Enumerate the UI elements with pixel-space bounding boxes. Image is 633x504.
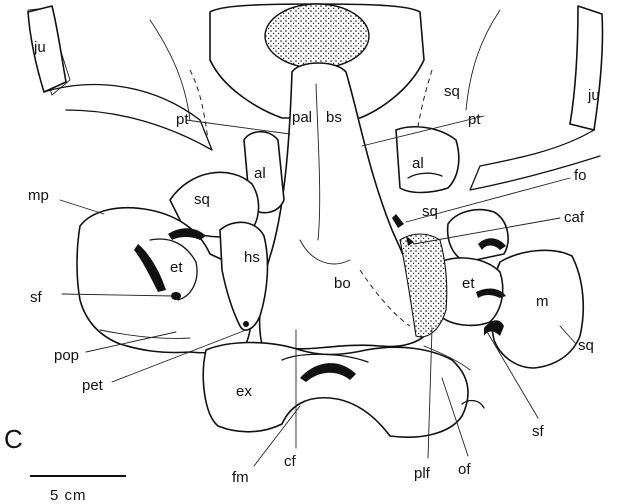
label-pt-left: pt — [176, 111, 189, 128]
label-plf: plf — [414, 465, 431, 482]
label-fm: fm — [232, 469, 249, 486]
label-pal: pal — [292, 109, 312, 126]
label-sq-top: sq — [444, 83, 460, 100]
label-of: of — [458, 461, 471, 478]
leader-pt-left — [186, 120, 290, 134]
label-pop: pop — [54, 347, 79, 364]
label-al-left: al — [254, 165, 266, 182]
label-fo: fo — [574, 167, 587, 184]
right-squamosal — [448, 210, 508, 262]
label-m: m — [536, 293, 549, 310]
label-et-left: et — [170, 259, 183, 276]
leader-mp — [60, 200, 104, 214]
label-sq-mid: sq — [422, 203, 438, 220]
label-et-right: et — [462, 275, 475, 292]
panel-letter: C — [4, 424, 23, 454]
fo-black-slit — [392, 214, 404, 228]
right-sq-upper — [466, 10, 500, 110]
left-sq-outline — [150, 20, 190, 120]
label-pt-right: pt — [468, 111, 481, 128]
label-mp: mp — [28, 187, 49, 204]
label-sq-right: sq — [578, 337, 594, 354]
label-caf: caf — [564, 209, 585, 226]
label-ju-right: ju — [587, 87, 600, 104]
left-pet-foramen — [243, 321, 249, 327]
label-ex: ex — [236, 383, 252, 400]
label-al-right: al — [412, 155, 424, 172]
label-ju-left: ju — [33, 39, 46, 56]
label-hs: hs — [244, 249, 260, 266]
right-alisphenoid — [396, 127, 459, 193]
label-sq-left: sq — [194, 191, 210, 208]
label-pet: pet — [82, 377, 104, 394]
label-sf-left: sf — [30, 289, 43, 306]
right-jugal — [570, 6, 603, 130]
label-cf: cf — [284, 453, 297, 470]
label-sf-right: sf — [532, 423, 545, 440]
label-bo: bo — [334, 275, 351, 292]
palatal-stipple — [265, 4, 369, 68]
left-suture-dashed — [190, 70, 208, 140]
label-bs: bs — [326, 109, 342, 126]
scale-label: 5 cm — [50, 487, 87, 504]
